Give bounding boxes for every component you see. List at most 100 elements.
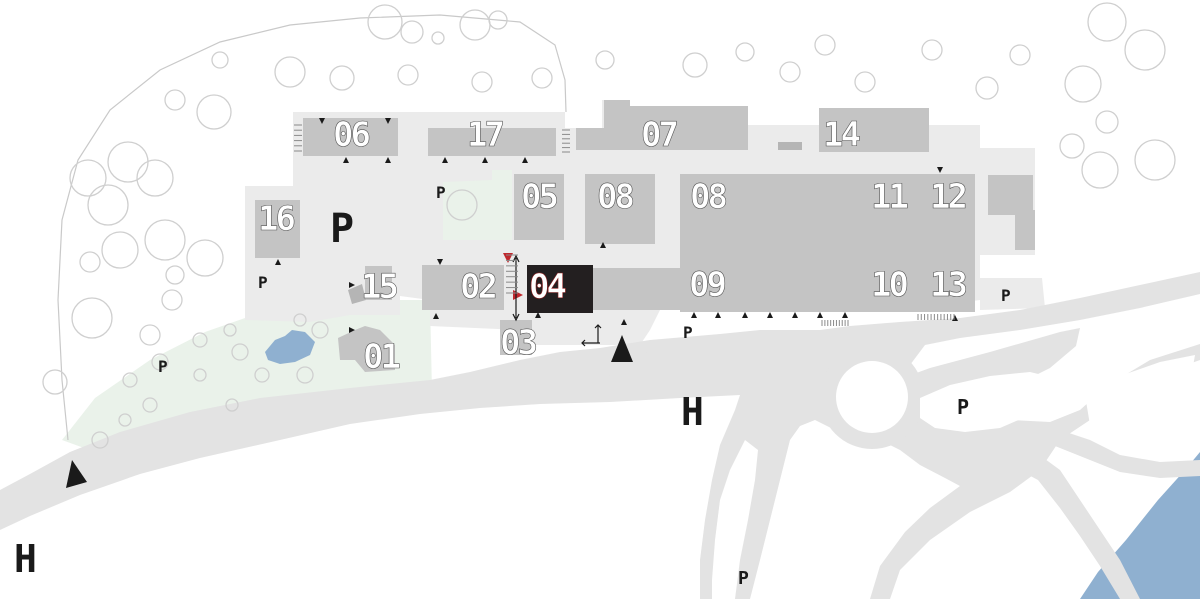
markers (66, 118, 958, 488)
pond (265, 330, 315, 364)
entrance-marker (952, 315, 958, 321)
tree (814, 34, 836, 56)
bus-stop-marker[interactable]: H (14, 537, 37, 581)
entrance-marker (600, 242, 606, 248)
parking-marker[interactable]: P (258, 273, 268, 292)
entrance-marker (385, 157, 391, 163)
tree (211, 51, 229, 69)
entrance-marker (437, 259, 443, 265)
entrance-marker (385, 118, 391, 124)
building-label-14[interactable]: 14 (823, 115, 863, 156)
building-label-08a[interactable]: 08 (597, 177, 637, 218)
building-label-01[interactable]: 01 (363, 337, 403, 378)
tree (225, 398, 239, 412)
passage-arrow (581, 324, 602, 347)
parking-marker[interactable]: P (683, 323, 693, 342)
building-label-10[interactable]: 10 (871, 265, 911, 306)
tree (329, 65, 355, 91)
parking-marker[interactable]: P (957, 395, 969, 419)
tree (142, 397, 158, 413)
tree (735, 42, 755, 62)
tree (975, 76, 999, 100)
building-label-11[interactable]: 11 (871, 177, 911, 218)
tree (1124, 29, 1166, 71)
tree (91, 431, 109, 449)
tree (779, 61, 801, 83)
footpath (57, 14, 567, 441)
tree (196, 94, 232, 130)
building-label-02[interactable]: 02 (460, 267, 499, 308)
roundabout (820, 345, 924, 449)
parking-labels: P P P P P P P P (158, 183, 1011, 589)
entrance-marker (482, 157, 488, 163)
tree (144, 219, 186, 261)
tree (397, 64, 419, 86)
tree (136, 159, 174, 197)
main-entrance-marker (611, 335, 633, 362)
entrance-marker (442, 157, 448, 163)
tree (254, 367, 270, 383)
entrance-marker (715, 312, 721, 318)
parking-marker[interactable]: P (436, 183, 446, 202)
tree (400, 20, 424, 44)
entrance-marker (691, 312, 697, 318)
tree (231, 343, 249, 361)
building-label-09[interactable]: 09 (689, 265, 729, 306)
entrance-marker (742, 312, 748, 318)
tree (1059, 133, 1085, 159)
entrance-marker (343, 157, 349, 163)
parking-island (1085, 355, 1195, 430)
tree (921, 39, 943, 61)
building-label-15[interactable]: 15 (361, 267, 401, 308)
tree (71, 297, 113, 339)
building-label-07[interactable]: 07 (641, 115, 680, 156)
entrance-marker (817, 312, 823, 318)
tree (1087, 2, 1127, 42)
tree (87, 184, 129, 226)
building-label-06[interactable]: 06 (333, 115, 373, 156)
entrance-marker (349, 282, 355, 288)
tree (122, 372, 138, 388)
tree (186, 239, 224, 277)
parking-large[interactable]: P (330, 206, 354, 252)
tree (431, 31, 445, 45)
tree (192, 332, 208, 348)
tree (1095, 110, 1119, 134)
parking-marker[interactable]: P (738, 568, 749, 589)
building-label-13[interactable]: 13 (930, 265, 970, 306)
tree (165, 265, 185, 285)
parking-island (920, 372, 1055, 432)
entrance-marker (535, 312, 541, 318)
tree (164, 89, 186, 111)
building-labels: 01 02 03 04 05 06 07 08 08 09 10 11 12 1… (258, 115, 970, 378)
building-04-block (527, 265, 593, 313)
parking-marker[interactable]: P (158, 357, 168, 376)
tree (595, 50, 615, 70)
tree (446, 189, 478, 221)
bus-stop-marker[interactable]: H (681, 390, 704, 434)
tree (107, 141, 149, 183)
tree (682, 52, 708, 78)
building-label-03[interactable]: 03 (500, 323, 540, 364)
entrance-marker (937, 167, 943, 173)
tree (223, 323, 237, 337)
building-label-08b[interactable]: 08 (690, 177, 730, 218)
tree (101, 231, 139, 269)
building-label-04[interactable]: 04 (529, 267, 569, 308)
tree (459, 9, 491, 41)
building-label-17[interactable]: 17 (467, 115, 506, 156)
buildings-layer (255, 100, 1035, 372)
tree (1064, 65, 1102, 103)
entrance-marker (842, 312, 848, 318)
tree (471, 71, 493, 93)
parking-marker[interactable]: P (1001, 286, 1011, 305)
building-label-16[interactable]: 16 (258, 199, 298, 240)
tree (139, 324, 161, 346)
tree (1134, 139, 1176, 181)
tree (488, 10, 508, 30)
building-label-05[interactable]: 05 (521, 177, 561, 218)
tree (296, 366, 314, 384)
building-label-12[interactable]: 12 (930, 177, 969, 218)
entrance-marker (522, 157, 528, 163)
